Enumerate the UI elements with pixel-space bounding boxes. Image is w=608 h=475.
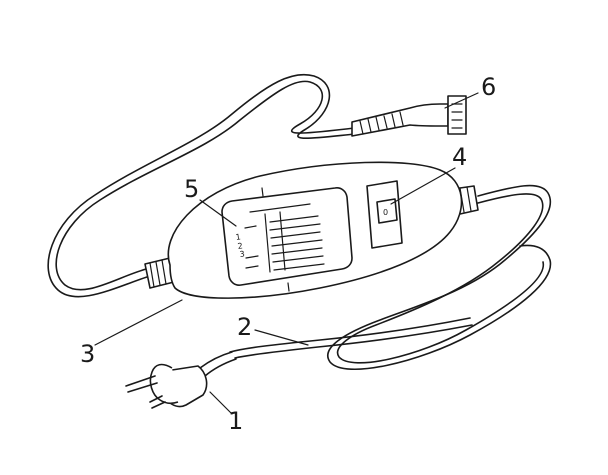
leader-1 [209, 391, 233, 415]
temperature-selector: 1 2 3 [221, 187, 353, 286]
leader-6 [444, 92, 479, 109]
callout-6: 6 [481, 73, 496, 101]
device-connector [351, 95, 467, 137]
callout-2: 2 [237, 313, 252, 341]
leader-3 [94, 299, 183, 346]
leader-4 [390, 167, 456, 205]
switch-label: 0 [383, 208, 388, 217]
leader-lines [94, 92, 479, 415]
power-switch: 0 [366, 180, 403, 249]
upper-cord [47, 73, 356, 298]
callout-1: 1 [228, 407, 243, 435]
setting-mark-3: 3 [239, 249, 245, 259]
leader-2 [254, 329, 309, 346]
callout-5: 5 [184, 175, 199, 203]
setting-mark-1: 1 [235, 232, 241, 242]
leader-5 [199, 199, 237, 227]
mains-plug [125, 363, 208, 409]
callout-4: 4 [452, 143, 467, 171]
setting-mark-2: 2 [237, 241, 243, 251]
callout-3: 3 [80, 340, 95, 368]
callout-labels: 1 2 3 4 5 6 [80, 73, 496, 435]
lower-cord [199, 184, 552, 377]
